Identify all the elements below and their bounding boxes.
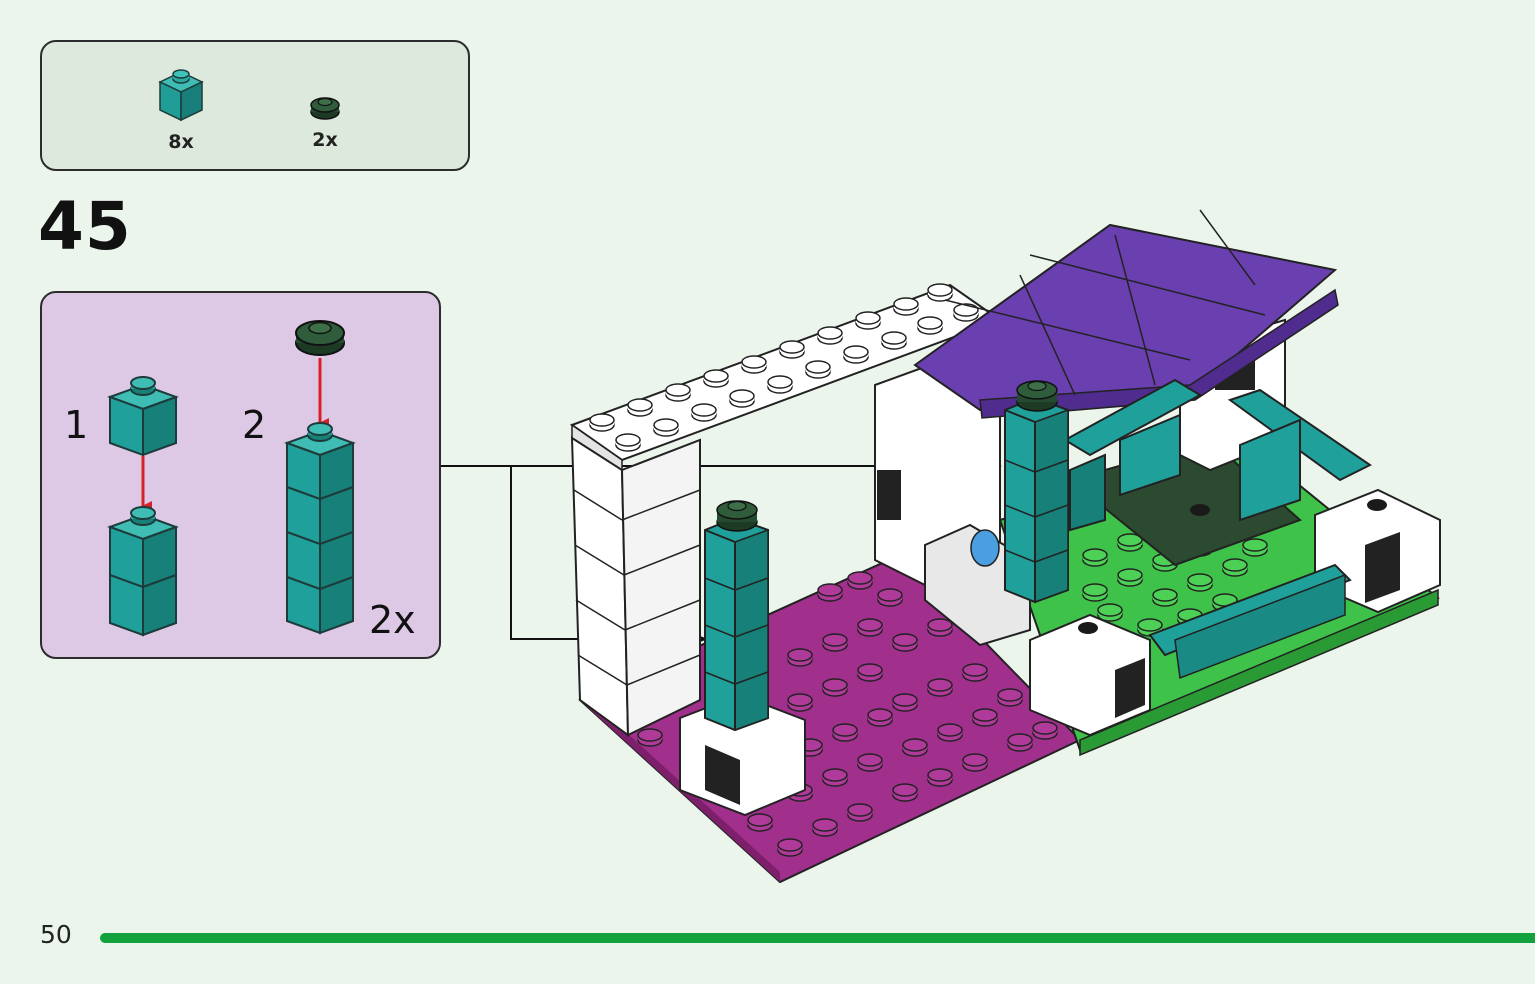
teal-pillar-back [1004, 380, 1069, 604]
sub-assembly-illustration [107, 320, 356, 637]
page-number: 50 [40, 920, 72, 949]
sub-step-1-stack [107, 506, 179, 637]
dark-green-round-plate-icon [310, 97, 340, 120]
part-qty: 2x [312, 129, 338, 151]
progress-bar [100, 933, 1535, 943]
sub-step-2-plate [295, 320, 345, 356]
sub-step-2-stack [284, 422, 356, 635]
step-number: 45 [38, 188, 132, 265]
part-teal-brick: 8x [156, 68, 206, 153]
purple-roof [913, 223, 1338, 412]
sub-step-2-label: 2 [242, 403, 267, 447]
white-left-column [570, 436, 630, 737]
sub-step-1-label: 1 [64, 403, 89, 447]
part-qty: 8x [168, 131, 194, 153]
teal-pillar-front [704, 500, 769, 732]
teal-1x1-brick-icon [158, 69, 204, 122]
part-dark-green-plate: 2x [305, 92, 345, 151]
sub-assembly-multiplier: 2x [369, 598, 416, 642]
parts-list-box: 8x 2x [40, 40, 470, 171]
sub-assembly-box: 1 2 2x [40, 291, 441, 659]
blue-disc [970, 529, 1000, 567]
